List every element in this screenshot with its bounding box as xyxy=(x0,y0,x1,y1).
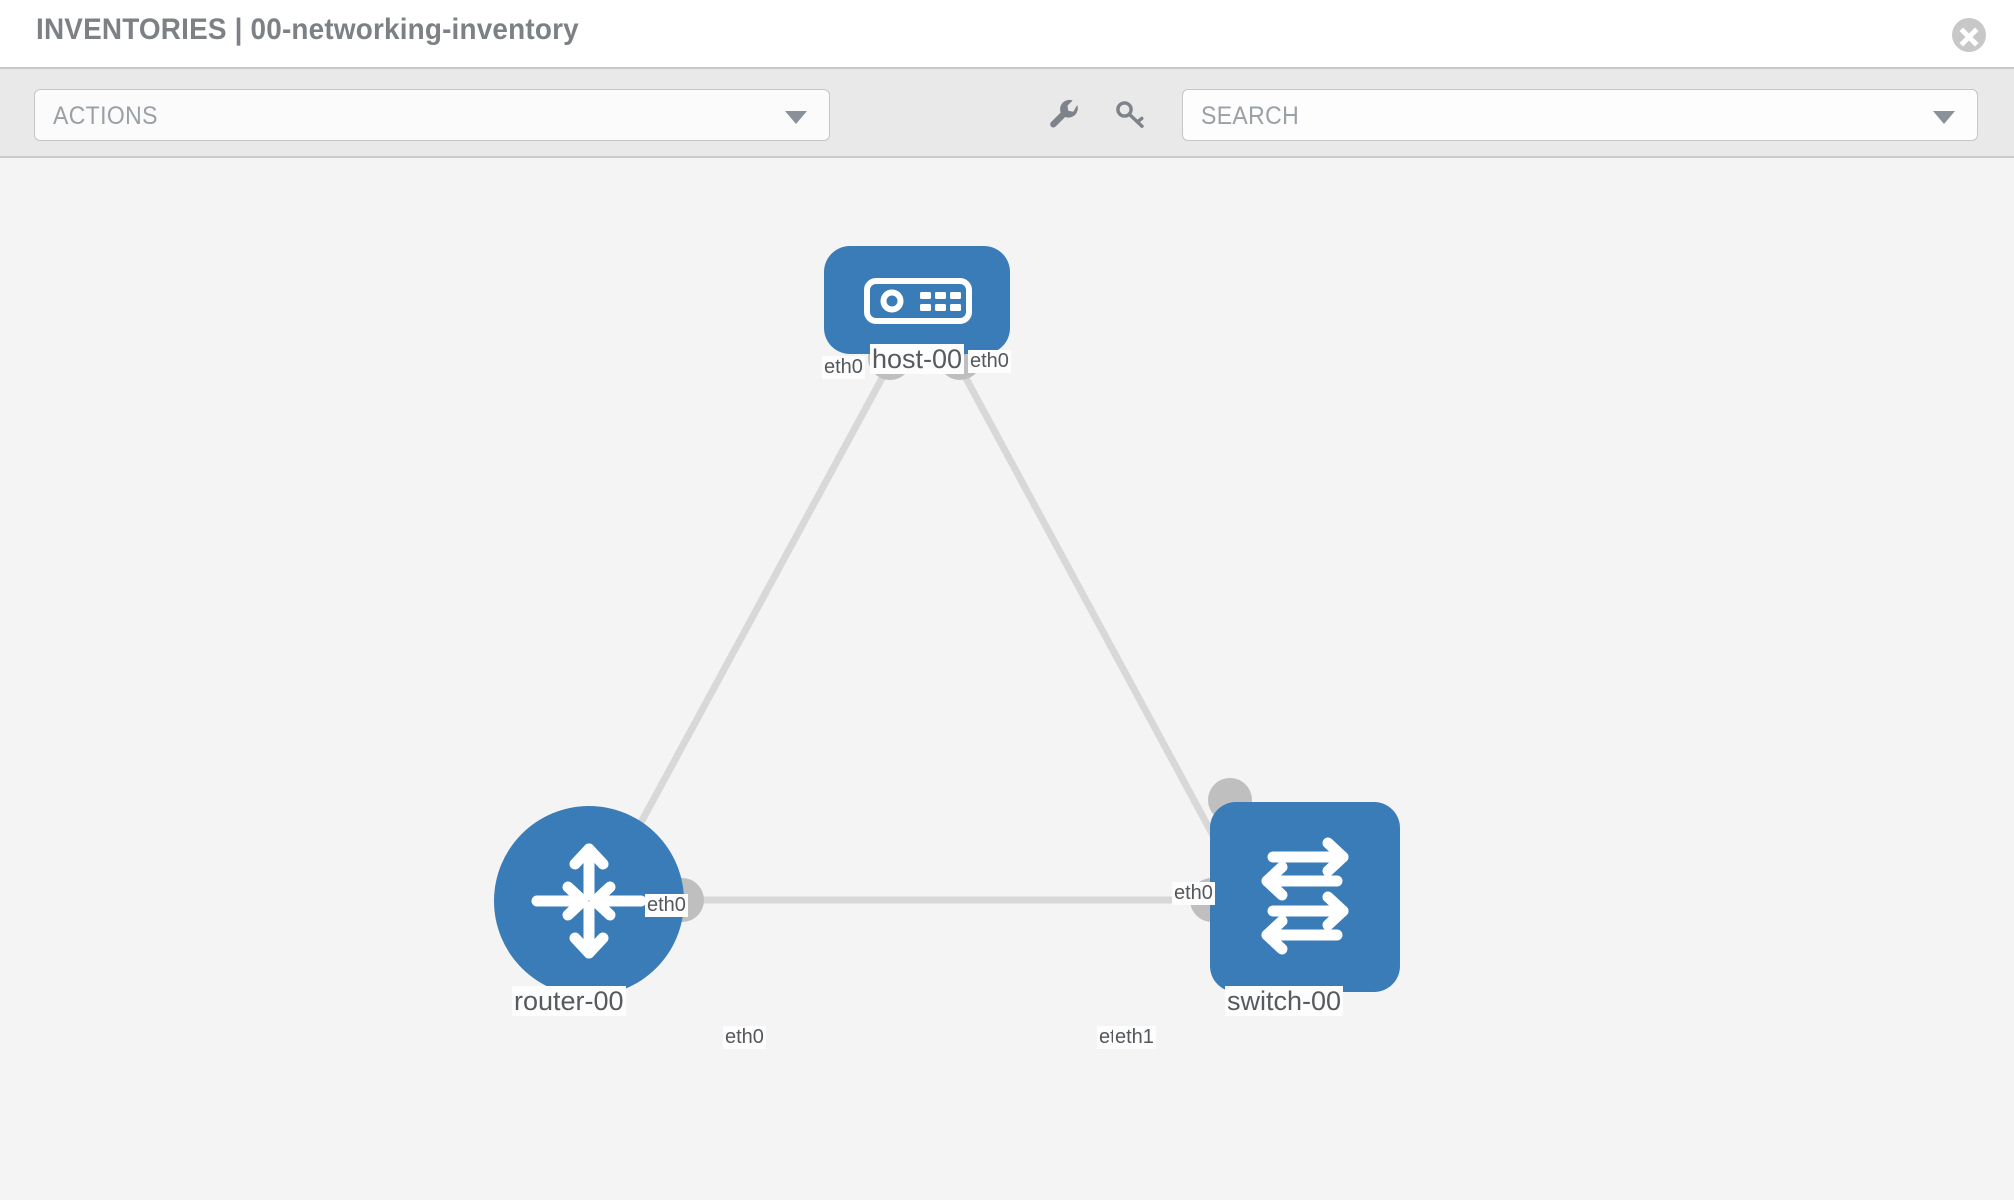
switch-arrows-icon xyxy=(1261,837,1349,955)
node-switch-00-label: switch-00 xyxy=(1225,986,1344,1016)
topology-graph xyxy=(608,356,1239,904)
wrench-icon[interactable] xyxy=(1038,89,1090,141)
iface-label-router-right: eth0 xyxy=(723,1026,766,1049)
node-host-00-label: host-00 xyxy=(870,344,965,374)
actions-dropdown[interactable]: ACTIONS xyxy=(34,89,830,141)
key-icon[interactable] xyxy=(1104,89,1156,141)
iface-label-host-left: eth0 xyxy=(822,356,865,379)
iface-label-router-up: eth0 xyxy=(645,894,688,917)
node-host-00-shape[interactable] xyxy=(824,246,1010,354)
link-host-switch xyxy=(951,356,1239,878)
topology-links xyxy=(608,356,1239,904)
search-placeholder: SEARCH xyxy=(1201,102,1300,130)
search-input[interactable]: SEARCH xyxy=(1182,89,1978,141)
toolbar: ACTIONS SEARCH xyxy=(0,69,2014,158)
link-host-router xyxy=(608,356,897,878)
topology-canvas[interactable]: host-00 router-00 xyxy=(0,158,2014,1200)
server-icon xyxy=(864,278,972,324)
iface-label-switch-up: eth0 xyxy=(1172,882,1215,905)
actions-dropdown-label: ACTIONS xyxy=(53,102,158,130)
node-switch-00-shape[interactable] xyxy=(1210,802,1400,992)
search-chevron-down-icon[interactable] xyxy=(1933,111,1955,124)
chevron-down-icon[interactable] xyxy=(785,111,807,124)
page-title: INVENTORIES | 00-networking-inventory xyxy=(36,13,579,46)
router-arrows-icon xyxy=(531,843,647,959)
iface-label-switch-left: eth1 xyxy=(1113,1026,1156,1049)
node-router-00-label: router-00 xyxy=(512,986,626,1016)
close-icon[interactable] xyxy=(1952,18,1986,52)
window-header: INVENTORIES | 00-networking-inventory xyxy=(0,0,2014,69)
iface-label-host-right: eth0 xyxy=(968,350,1011,373)
